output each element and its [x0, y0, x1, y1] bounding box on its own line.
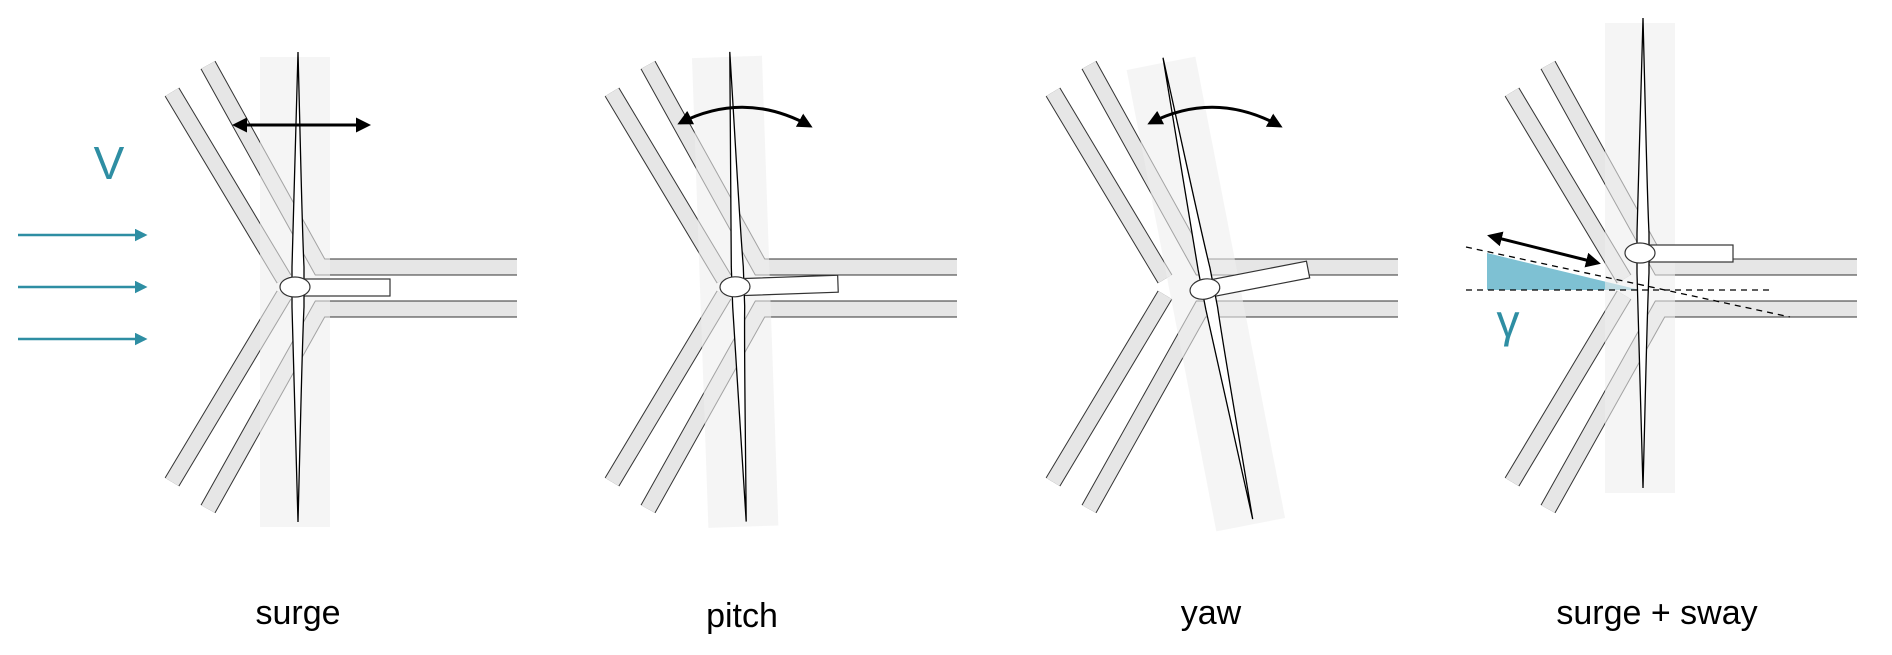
panel-label-surge-sway: surge + sway: [1556, 594, 1758, 632]
hub: [719, 276, 751, 298]
hub: [1189, 278, 1221, 300]
pitch-motion-arrow: [677, 105, 813, 128]
hub: [279, 276, 311, 298]
yaw-angle-symbol: γ: [1496, 295, 1520, 347]
turbine-surge-sway: [1605, 17, 1734, 493]
panel-label-yaw: yaw: [1180, 594, 1242, 632]
hub: [1624, 242, 1656, 264]
surge-sway-motion-arrow: [1487, 231, 1601, 268]
panel-label-surge: surge: [255, 594, 341, 632]
turbine-surge: [260, 51, 391, 527]
yaw-motion-arrow: [1147, 105, 1283, 128]
wind-speed-symbol: V: [93, 137, 125, 189]
floater-arm: [1046, 88, 1172, 283]
turbine-pitch: [691, 51, 839, 528]
turbine-yaw: [1126, 56, 1311, 532]
floater-arm: [1046, 291, 1172, 486]
panel-label-pitch: pitch: [706, 597, 778, 635]
